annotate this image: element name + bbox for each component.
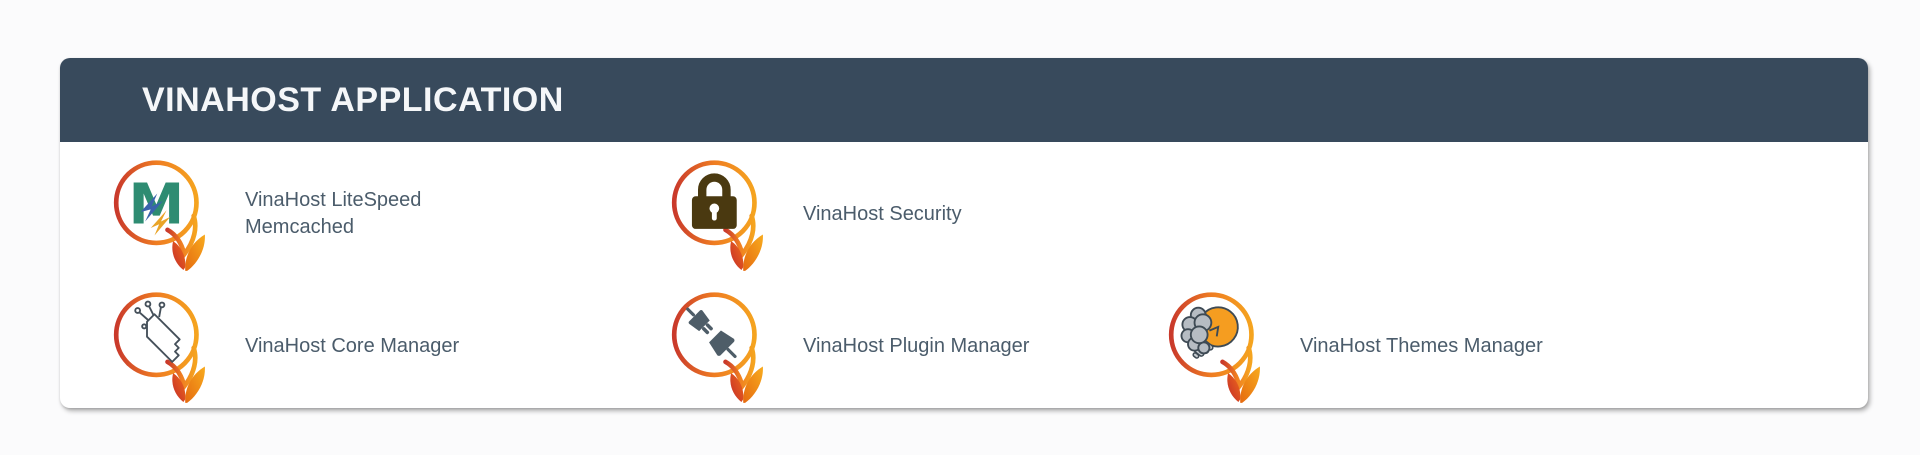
security-lock-icon[interactable] — [663, 151, 775, 277]
app-label[interactable]: VinaHost Plugin Manager — [803, 334, 1030, 357]
panel-header: VINAHOST APPLICATION — [60, 58, 1868, 142]
application-grid: M VinaHost LiteSpeed Memcached — [60, 142, 1868, 412]
app-label[interactable]: VinaHost Security — [803, 202, 962, 225]
panel-title: VINAHOST APPLICATION — [142, 80, 564, 119]
app-item-security[interactable]: VinaHost Security — [663, 151, 1160, 277]
brain-bulb-icon[interactable] — [1160, 283, 1272, 409]
app-label[interactable]: VinaHost Themes Manager — [1300, 334, 1543, 357]
app-item-themes-manager[interactable]: VinaHost Themes Manager — [1160, 283, 1868, 409]
app-item-litespeed-memcached[interactable]: M VinaHost LiteSpeed Memcached — [105, 151, 663, 277]
app-item-plugin-manager[interactable]: VinaHost Plugin Manager — [663, 283, 1160, 409]
memcached-litespeed-icon[interactable]: M — [105, 151, 217, 277]
vinahost-application-panel: VINAHOST APPLICATION M VinaHost LiteSpee… — [60, 58, 1868, 408]
circuit-key-icon[interactable] — [105, 283, 217, 409]
app-item-core-manager[interactable]: VinaHost Core Manager — [105, 283, 663, 409]
plug-icon[interactable] — [663, 283, 775, 409]
app-label[interactable]: VinaHost LiteSpeed Memcached — [245, 189, 422, 238]
app-label[interactable]: VinaHost Core Manager — [245, 334, 460, 357]
